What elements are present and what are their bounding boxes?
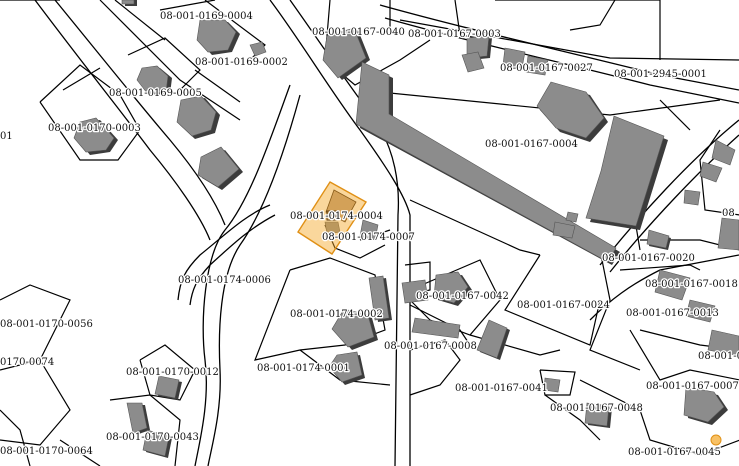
location-marker-icon[interactable] bbox=[710, 434, 722, 446]
parcel-label[interactable]: 08-001-0174-0001 bbox=[256, 362, 351, 376]
parcel-label[interactable]: 08-001-0 bbox=[697, 350, 739, 364]
parcel-label[interactable]: 08-001-0167-0018 bbox=[644, 278, 739, 292]
parcel-label[interactable]: 08-001-0170-0056 bbox=[0, 318, 94, 332]
parcel-labels: 08-001-0169-0004 08-001-0169-0002 08-001… bbox=[0, 10, 739, 460]
parcel-label[interactable]: 08-001-0167-0008 bbox=[383, 340, 478, 354]
parcel-label[interactable]: 08-001-0167-0020 bbox=[601, 252, 696, 266]
selected-parcel-highlight[interactable] bbox=[297, 181, 367, 255]
parcel-label[interactable]: 08-001-0167-0027 bbox=[499, 62, 594, 76]
parcel-label[interactable]: 08-001-0174-0002 bbox=[289, 308, 384, 322]
parcel-label[interactable]: 08 bbox=[721, 207, 736, 221]
parcel-label[interactable]: 01 bbox=[0, 130, 14, 144]
parcel-label[interactable]: 08-001-0167-0004 bbox=[484, 138, 579, 152]
parcel-label[interactable]: 08-001-0167-0024 bbox=[516, 299, 611, 313]
parcel-label[interactable]: 08-001-0170-0003 bbox=[47, 122, 142, 136]
parcel-label[interactable]: 08-001-0169-0002 bbox=[194, 56, 289, 70]
parcel-label[interactable]: 08-001-0167-0007 bbox=[645, 380, 739, 394]
parcel-label[interactable]: 08-001-0170-0043 bbox=[105, 431, 200, 445]
parcel-label[interactable]: 08-001-0174-0007 bbox=[321, 231, 416, 245]
parcel-label[interactable]: 08-001-0174-0004 bbox=[289, 210, 384, 224]
parcel-label[interactable]: 08-001-0167-0042 bbox=[415, 290, 510, 304]
parcel-label[interactable]: 08-001-0167-0048 bbox=[549, 402, 644, 416]
parcel-label[interactable]: 08-001-0167-0013 bbox=[625, 307, 720, 321]
parcel-label[interactable]: 08-001-0170-0064 bbox=[0, 445, 94, 459]
parcel-label[interactable]: 08-001-0167-0040 bbox=[311, 26, 406, 40]
buildings bbox=[73, 0, 739, 458]
parcel-label[interactable]: 08-001-0167-0045 bbox=[627, 446, 722, 460]
parcel-label[interactable]: 08-001-0169-0005 bbox=[108, 87, 203, 101]
parcel-label[interactable]: 08-001-0167-0041 bbox=[454, 382, 549, 396]
parcel-label[interactable]: 08-001-0169-0004 bbox=[159, 10, 254, 24]
parcel-label[interactable]: 08-001-0170-0012 bbox=[125, 366, 220, 380]
parcel-label[interactable]: 08-001-0174-0006 bbox=[177, 274, 272, 288]
parcel-label[interactable]: 08-001-2945-0001 bbox=[613, 68, 708, 82]
parcel-label[interactable]: 08-001-0167-0003 bbox=[407, 28, 502, 42]
parcel-label[interactable]: 0170-0074 bbox=[0, 356, 56, 370]
